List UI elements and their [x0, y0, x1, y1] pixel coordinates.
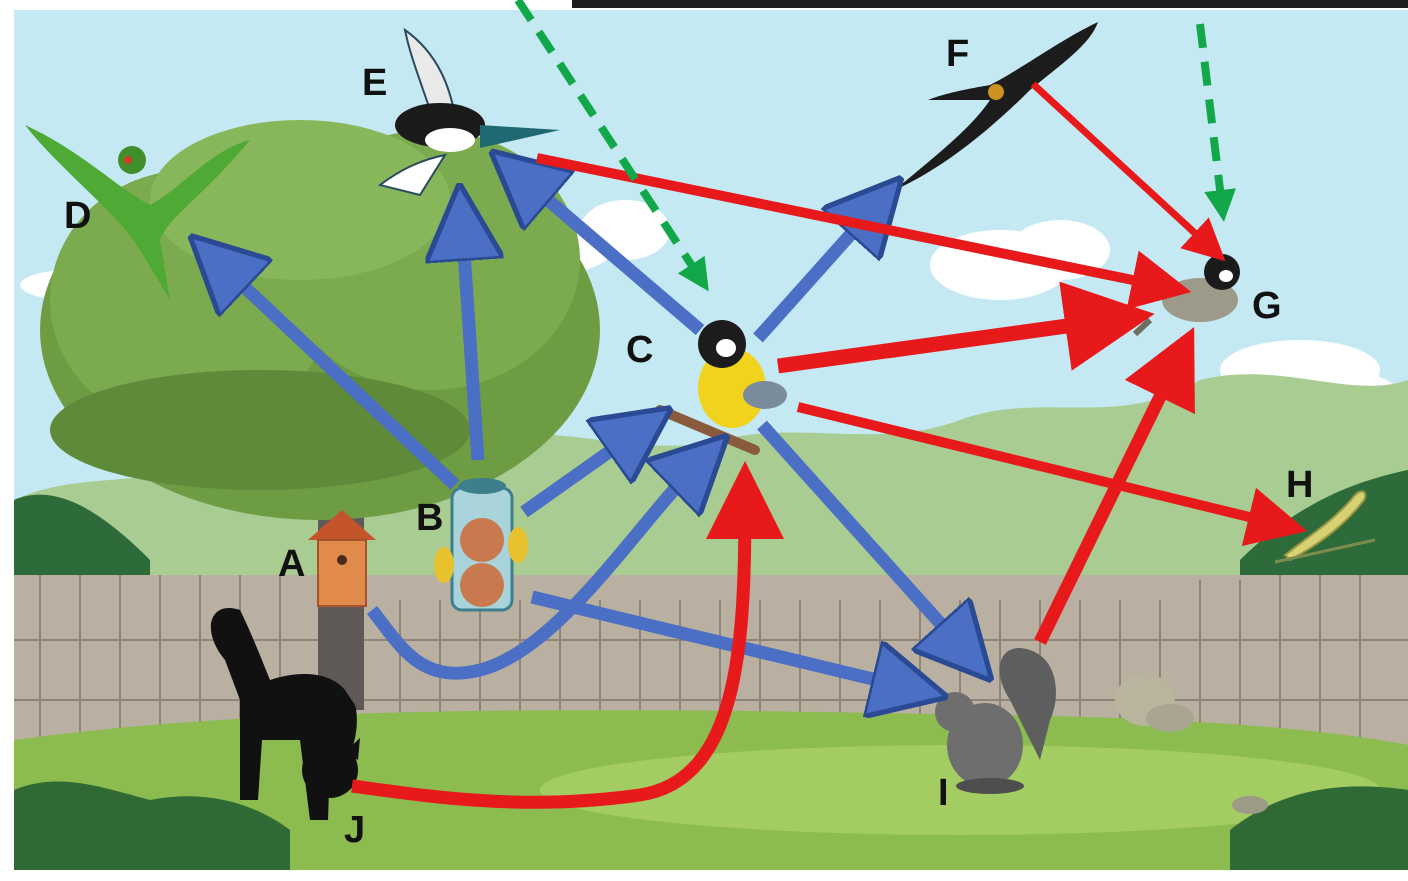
rock [1146, 704, 1194, 732]
edge-b-to-i [530, 590, 910, 688]
green-dashed-arrows [514, 0, 1236, 292]
label-g: G [1252, 285, 1282, 327]
node-j-black-cat [210, 608, 360, 820]
edge-e-to-g [535, 153, 1192, 310]
edge-c-to-e [520, 176, 705, 335]
node-f-sparrowhawk [895, 22, 1098, 190]
label-i: I [938, 772, 949, 814]
lawn-patch [540, 745, 1380, 835]
node-i-grey-squirrel [935, 648, 1056, 794]
label-e: E [362, 62, 387, 104]
front-bushes-left [14, 781, 290, 870]
label-c: C [626, 329, 653, 371]
edge-c-to-g [776, 281, 1155, 374]
edge-c-to-i [757, 420, 966, 652]
edge-j-to-c [351, 461, 784, 809]
dark-photo-strip [572, 0, 1408, 8]
edge-b-to-e [462, 222, 478, 461]
node-d-parakeet [25, 125, 250, 300]
label-d: D [64, 195, 91, 237]
node-a-bird-box [308, 510, 376, 607]
node-c-great-tit [655, 320, 787, 455]
node-labels: A B C D E F G H I J [64, 33, 1313, 851]
label-b: B [416, 497, 443, 539]
label-a: A [278, 543, 305, 585]
edge-a-to-c [366, 462, 700, 680]
blue-arrows [218, 176, 966, 688]
rock [1232, 796, 1268, 814]
red-arrows [351, 81, 1308, 809]
edge-f-to-g [1030, 81, 1226, 262]
label-j: J [344, 809, 365, 851]
edge-c-to-h [796, 402, 1308, 547]
node-b-bird-feeder [434, 478, 528, 612]
edge-external-to-c [514, 0, 709, 292]
label-f: F [946, 33, 969, 75]
edge-b-to-c [520, 430, 640, 518]
label-h: H [1286, 464, 1313, 506]
edge-i-to-g [1034, 326, 1195, 645]
front-bushes-right [1230, 786, 1408, 870]
edge-b-to-d [218, 262, 460, 490]
edge-external-to-g [1196, 23, 1236, 222]
node-e-magpie [377, 27, 560, 197]
